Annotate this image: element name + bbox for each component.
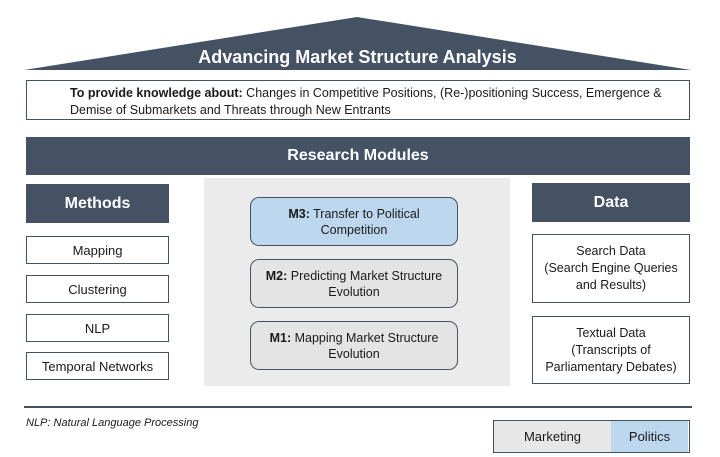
module-m2-line1: Predicting Market Structure [287, 268, 443, 283]
data-search-line2: (Search Engine Queries [544, 261, 678, 275]
module-m2: M2: Predicting Market Structure Evolutio… [250, 259, 458, 308]
module-m3-line1: Transfer to Political [309, 206, 420, 221]
module-m3-line2: Competition [320, 222, 388, 237]
method-nlp: NLP [26, 314, 169, 342]
data-textual-line1: Textual Data [576, 325, 646, 340]
module-m1: M1: Mapping Market Structure Evolution [250, 321, 458, 370]
data-textual-line3: Parliamentary Debates) [545, 359, 677, 374]
roof-shape [24, 17, 691, 70]
data-textual: Textual Data (Transcripts of Parliamenta… [532, 316, 690, 384]
legend-marketing: Marketing [494, 421, 611, 452]
knowledge-text-line1: Changes in Competitive Positions, (Re-)p… [242, 86, 662, 100]
page-title: Advancing Market Structure Analysis [198, 46, 517, 67]
methods-header: Methods [26, 184, 169, 223]
module-m3-code: M3: [288, 206, 310, 221]
legend-politics: Politics [611, 421, 688, 452]
method-temporal-networks: Temporal Networks [26, 352, 169, 380]
module-m3: M3: Transfer to Political Competition [250, 197, 458, 246]
knowledge-text-line2: Demise of Submarkets and Threats through… [70, 103, 391, 117]
footnote: NLP: Natural Language Processing [26, 417, 199, 429]
data-search-line3: and Results) [575, 278, 647, 292]
module-m1-code: M1: [269, 330, 292, 345]
knowledge-label: To provide knowledge about: [70, 86, 243, 100]
data-search-line1: Search Data [576, 244, 646, 258]
footer-divider [24, 406, 692, 408]
data-textual-line2: (Transcripts of [571, 342, 651, 357]
data-search: Search Data (Search Engine Queries and R… [532, 234, 690, 303]
method-clustering: Clustering [26, 275, 169, 303]
data-header: Data [532, 183, 690, 222]
method-mapping: Mapping [26, 236, 169, 264]
module-m1-line2: Evolution [328, 346, 380, 361]
module-m2-line2: Evolution [328, 284, 380, 299]
knowledge-statement: To provide knowledge about: Changes in C… [26, 80, 690, 120]
research-modules-banner: Research Modules [26, 137, 690, 175]
category-legend: Marketing Politics [493, 420, 690, 453]
module-m2-code: M2: [265, 268, 288, 283]
module-m1-line1: Mapping Market Structure [291, 330, 439, 345]
